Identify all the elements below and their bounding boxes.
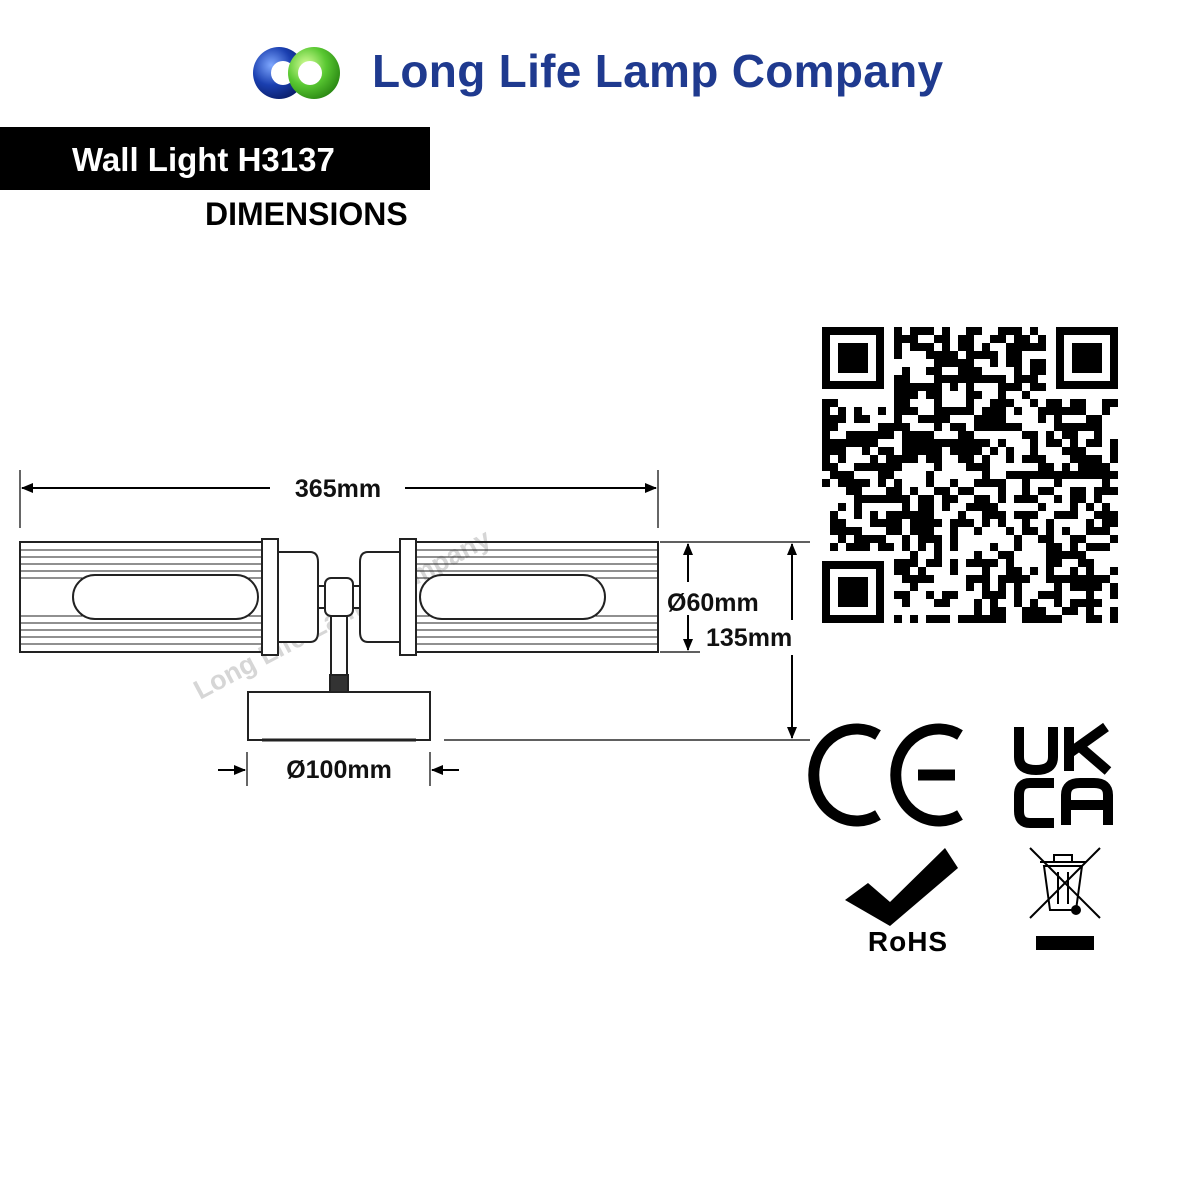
logo <box>250 40 345 106</box>
width-label: 365mm <box>295 475 381 503</box>
width-dimension: 365mm <box>21 475 657 503</box>
product-title: Wall Light H3137 <box>72 141 335 178</box>
qr-code-icon <box>822 327 1118 623</box>
ce-mark-icon <box>808 723 963 827</box>
title-bar <box>0 127 430 190</box>
ukca-mark-icon <box>1014 722 1113 828</box>
tube-diameter-label: Ø60mm <box>667 589 759 617</box>
brand-name: Long Life Lamp Company <box>372 45 944 97</box>
crossed-bin-icon <box>1029 847 1101 950</box>
center-arm <box>247 577 431 742</box>
rohs-mark-icon: RoHS <box>845 848 958 957</box>
section-subtitle: DIMENSIONS <box>205 196 408 232</box>
right-tube <box>359 538 659 656</box>
double-ring-logo-icon <box>253 47 340 99</box>
height-label: 135mm <box>706 624 792 652</box>
extension-lines <box>19 470 810 786</box>
rohs-label: RoHS <box>868 926 948 957</box>
base-diameter-label: Ø100mm <box>286 756 392 784</box>
left-tube <box>19 538 319 656</box>
